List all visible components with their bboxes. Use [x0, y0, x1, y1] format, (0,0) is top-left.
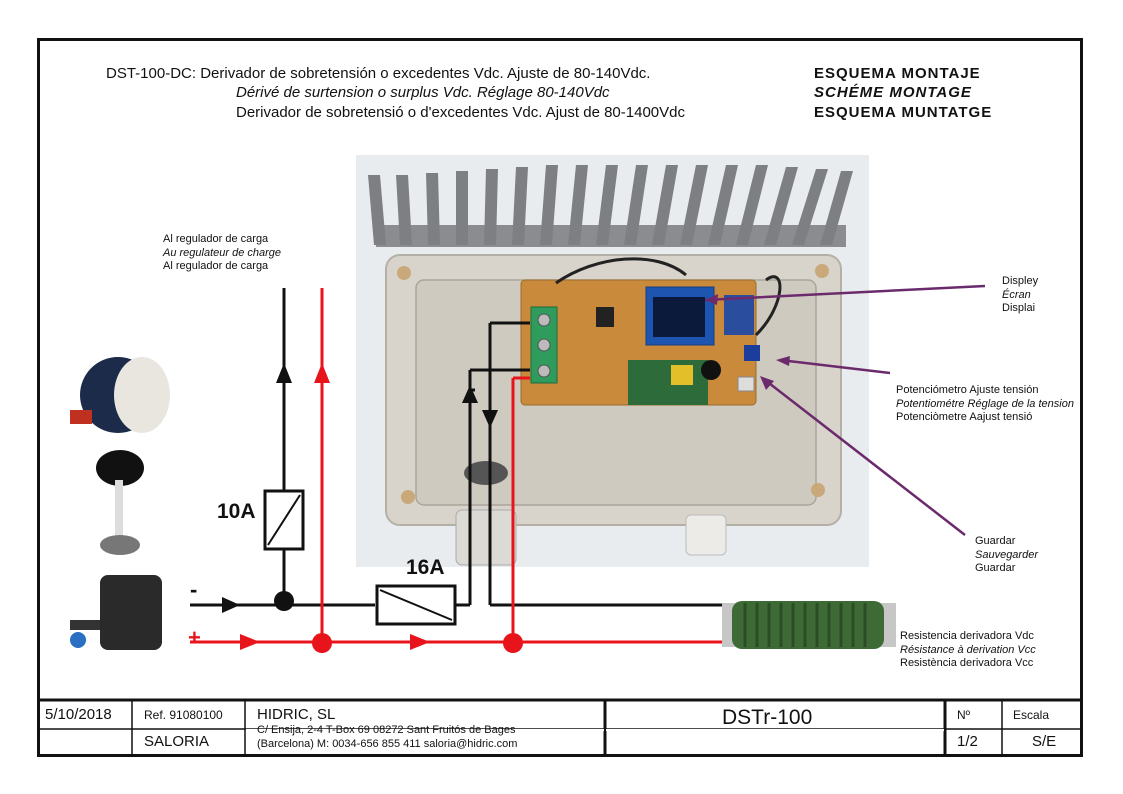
callout-lines — [704, 284, 986, 536]
save-label-fr: Sauvegarder — [975, 548, 1038, 561]
regulator-label-es: Al regulador de carga — [163, 233, 269, 245]
potentiometer-label-fr: Potentiométre Réglage de la tension — [896, 397, 1074, 410]
scheme-title-es: ESQUEMA MONTAJE — [814, 65, 981, 82]
potentiometer-label-es: Potenciómetro Ajuste tensión — [896, 384, 1039, 396]
tb-scale-label: Escala — [1013, 708, 1050, 722]
negative-arrow — [222, 597, 240, 613]
regulator-label-ca: Al regulador de carga — [163, 260, 269, 272]
negative-arrow-up-2 — [462, 385, 478, 403]
positive-junction-2 — [503, 633, 523, 653]
potentiometer-label-ca: Potenciòmetre Aajust tensió — [896, 411, 1033, 423]
scheme-title-fr: SCHÉME MONTAGE — [814, 84, 972, 101]
positive-arrow-1 — [240, 634, 260, 650]
title-line-ca: Derivador de sobretensió o d'excedentes … — [236, 104, 685, 121]
regulator-label-fr: Au regulateur de charge — [163, 246, 282, 259]
potentiometer-label: Potenciómetro Ajuste tensión Potentiomét… — [896, 384, 1074, 425]
tb-scale-value: S/E — [1032, 733, 1057, 750]
save-label: Guardar Sauvegarder Guardar — [975, 535, 1038, 576]
display-label-ca: Displai — [1002, 302, 1036, 314]
tb-ref: Ref. 91080100 — [144, 708, 223, 722]
positive-arrow-up — [314, 363, 330, 383]
resistor — [722, 601, 896, 649]
positive-arrow-2 — [410, 634, 430, 650]
fuse-10a-label: 10A — [217, 500, 256, 523]
display-label-es: Displey — [1002, 275, 1039, 287]
resistor-label-es: Resistencia derivadora Vdc — [900, 630, 1034, 642]
resistor-label: Resistencia derivadora Vdc Résistance à … — [900, 630, 1036, 671]
drawing-frame — [37, 38, 1083, 757]
tb-date: 5/10/2018 — [45, 706, 112, 723]
negative-arrow-down — [482, 410, 498, 428]
negative-arrow-up — [276, 363, 292, 383]
tb-address-1: C/ Ensija, 2-4 T-Box 69 08272 Sant Fruit… — [257, 724, 516, 736]
tb-drawing-name: DSTr-100 — [722, 706, 813, 729]
display-label-fr: Écran — [1002, 288, 1031, 301]
display-label: Displey Écran Displai — [1002, 275, 1038, 316]
tb-company: HIDRIC, SL — [257, 706, 336, 723]
title-line-es: DST-100-DC: Derivador de sobretensión o … — [106, 65, 651, 82]
tb-number-value: 1/2 — [957, 733, 978, 750]
negative-junction — [274, 591, 294, 611]
title-line-fr: Dérivé de surtension o surplus Vdc. Régl… — [236, 84, 610, 101]
heatsink — [368, 165, 853, 247]
plus-sign: + — [188, 625, 201, 650]
wind-turbine-illustration — [70, 357, 170, 650]
resistor-label-ca: Resistència derivadora Vcc — [900, 657, 1034, 669]
fuse-16a-label: 16A — [406, 556, 445, 579]
positive-junction-1 — [312, 633, 332, 653]
minus-sign: - — [190, 577, 198, 602]
regulator-label: Al regulador de carga Au regulateur de c… — [163, 233, 281, 274]
resistor-label-fr: Résistance à derivation Vcc — [900, 643, 1036, 656]
save-label-ca: Guardar — [975, 562, 1016, 574]
scheme-title-ca: ESQUEMA MUNTATGE — [814, 104, 993, 121]
tb-number-label: Nº — [957, 708, 971, 722]
tb-address-2: (Barcelona) M: 0034-656 855 411 saloria@… — [257, 738, 518, 750]
save-label-es: Guardar — [975, 535, 1016, 547]
tb-client: SALORIA — [144, 733, 210, 750]
positive-wiring — [190, 288, 735, 644]
